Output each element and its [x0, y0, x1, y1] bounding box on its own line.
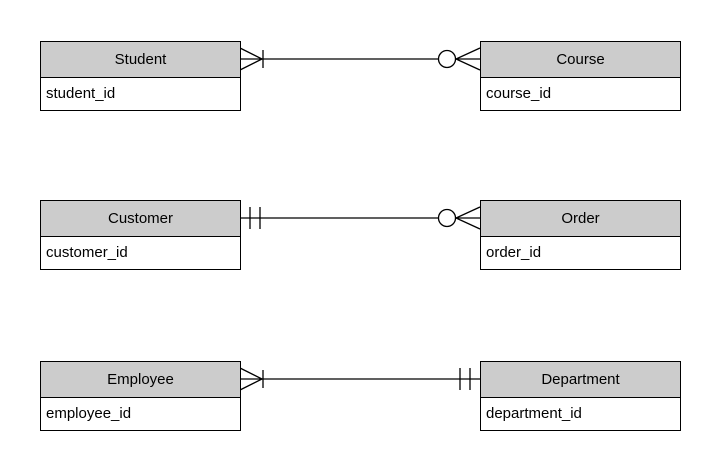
entity-course[interactable]: Course course_id: [480, 41, 681, 111]
entity-attribute: order_id: [481, 237, 680, 269]
relationship-customer-order[interactable]: [240, 206, 481, 230]
entity-title: Student: [41, 42, 240, 78]
entity-title: Department: [481, 362, 680, 398]
exactly-one-icon: [249, 207, 261, 229]
relationship-employee-department[interactable]: [239, 367, 480, 391]
entity-attribute: customer_id: [41, 237, 240, 269]
entity-attribute: employee_id: [41, 398, 240, 430]
entity-order[interactable]: Order order_id: [480, 200, 681, 270]
entity-title: Order: [481, 201, 680, 237]
exactly-one-icon: [459, 368, 471, 390]
entity-customer[interactable]: Customer customer_id: [40, 200, 241, 270]
entity-attribute: department_id: [481, 398, 680, 430]
crow-foot-one-or-many-icon: [239, 47, 264, 71]
entity-attribute: course_id: [481, 78, 680, 110]
crow-foot-zero-or-many-icon: [437, 47, 481, 71]
entity-title: Customer: [41, 201, 240, 237]
entity-title: Employee: [41, 362, 240, 398]
entity-department[interactable]: Department department_id: [480, 361, 681, 431]
entity-employee[interactable]: Employee employee_id: [40, 361, 241, 431]
entity-title: Course: [481, 42, 680, 78]
entity-attribute: student_id: [41, 78, 240, 110]
crow-foot-zero-or-many-icon: [437, 206, 481, 230]
crow-foot-one-or-many-icon: [239, 367, 264, 391]
relationship-student-course[interactable]: [239, 47, 481, 71]
entity-student[interactable]: Student student_id: [40, 41, 241, 111]
